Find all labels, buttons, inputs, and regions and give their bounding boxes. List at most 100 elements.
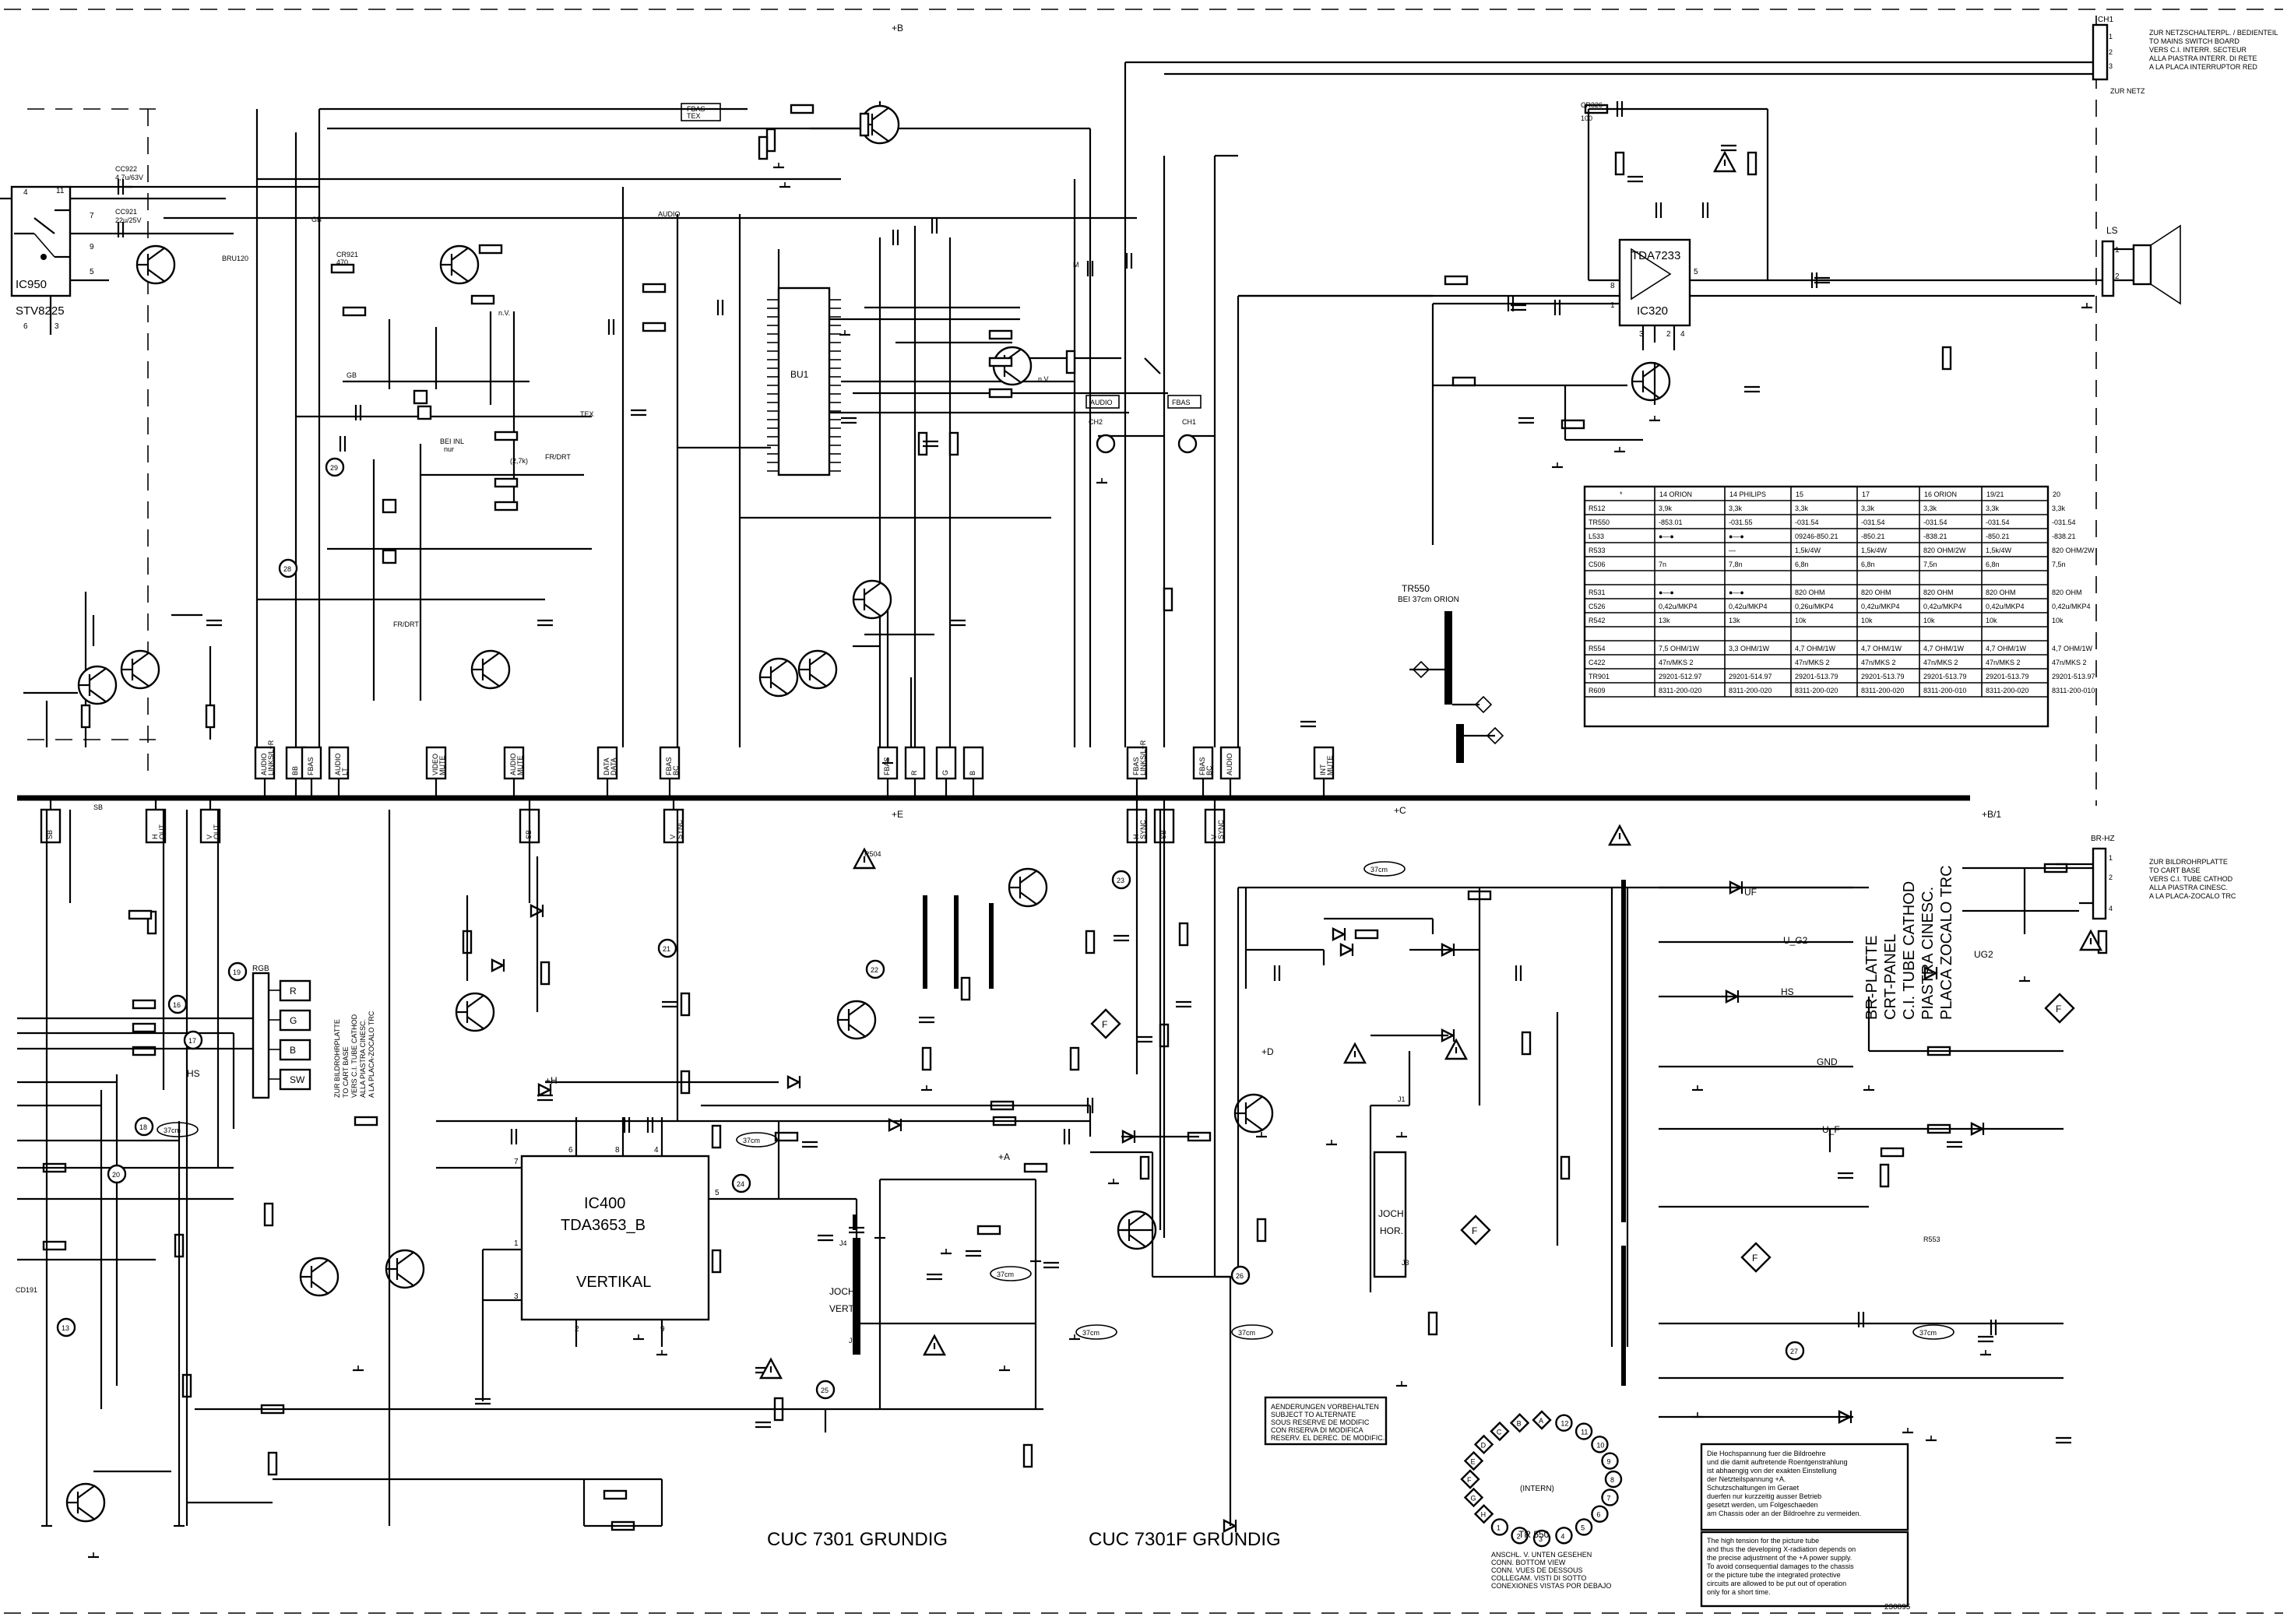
marker-circle: [657, 938, 677, 958]
lower-wiring: [17, 810, 2102, 1527]
bus-tag-label: MUTE: [438, 756, 446, 776]
ic400-func: VERTIKAL: [576, 1274, 651, 1291]
resistor: [1139, 1155, 1150, 1180]
br-hz-text: ALLA PIASTRA CINESC.: [2149, 884, 2228, 891]
ch1-top-ref: CH1: [2098, 16, 2113, 24]
table-ref: L533: [1589, 533, 1604, 540]
resistor: [917, 431, 928, 456]
transistor-emitter: [1004, 370, 1022, 384]
svg-text:2: 2: [1666, 330, 1671, 339]
svg-text:4: 4: [23, 188, 28, 197]
bus-tag-top-text: FBAS: [883, 757, 891, 775]
table-cell: 7,5n: [2052, 561, 2066, 568]
resistor: [680, 992, 691, 1017]
fbas-tex-tag: [681, 103, 721, 121]
bus-tag-label: LINKS/L+R: [1139, 740, 1147, 775]
table-ref: TR901: [1589, 673, 1610, 680]
hv-en-box: [1700, 1531, 1909, 1608]
table-cell: -838.21: [2052, 533, 2076, 540]
hv-en-line: the precise adjustment of the +A power s…: [1707, 1554, 1852, 1562]
table-header: *: [1620, 490, 1623, 498]
marker-24: 24: [737, 1180, 744, 1188]
pinout-pad: [1509, 1413, 1530, 1433]
svg-text:2: 2: [2115, 272, 2120, 281]
hv-de-line: duerfen nur kurzzeitig ausser Betrieb: [1707, 1492, 1821, 1500]
resistor: [711, 1249, 722, 1274]
svg-text:1: 1: [514, 1239, 519, 1248]
pinout-title: TR 550: [1518, 1529, 1550, 1540]
transistor-collector: [77, 1485, 96, 1499]
table-cell: 29201-513.97: [2052, 673, 2095, 680]
table-cell: 3,3k: [1795, 504, 1809, 512]
table-cell: 820 OHM: [1861, 589, 1891, 596]
crystal: [382, 549, 397, 564]
marker-circle: [107, 1164, 127, 1184]
table-header: 20: [2053, 490, 2060, 498]
tr550-note-text: BEI 37cm ORION: [1398, 596, 1459, 604]
svg-text:1: 1: [2115, 246, 2120, 255]
pinout-pad: [1532, 1529, 1551, 1548]
resistor: [1178, 922, 1189, 947]
misc-label: GB: [311, 216, 322, 223]
pinout-pad: [1575, 1422, 1593, 1440]
table-header: 16 ORION: [1924, 490, 1957, 498]
hv-de-line: Schutzschaltungen im Geraet: [1707, 1484, 1800, 1492]
marker-25: 25: [821, 1387, 829, 1394]
misc-label: J3: [1402, 1259, 1409, 1267]
bu1-block: BU1: [767, 286, 841, 476]
marker-circle: [1230, 1265, 1251, 1285]
table-header: 14 ORION: [1659, 490, 1692, 498]
size-mark-ellipse: [1912, 1324, 1955, 1340]
table-cell: 4,7 OHM/1W: [2052, 645, 2093, 652]
resistor: [603, 1489, 628, 1500]
bus-tag-top-text: FBAS: [307, 757, 315, 775]
resistor: [132, 999, 157, 1010]
misc-label: J5: [849, 1337, 857, 1345]
table-cell: 1,5k/4W: [1986, 547, 2012, 554]
resistor: [758, 135, 769, 160]
table-cell: 7,5 OHM/1W: [1659, 645, 1700, 652]
svg-text:1: 1: [2109, 854, 2113, 862]
table-cell: -853.01: [1659, 518, 1683, 526]
bus-tag-top: [1192, 746, 1214, 780]
bus-tag-label: FBAS: [665, 757, 673, 775]
bus-tag-bottom-text: SB: [46, 830, 54, 839]
ch1-top-text: VERS C.I. INTERR. SECTEUR: [2149, 46, 2247, 54]
table-cell: 3,3k: [1986, 504, 2000, 512]
misc-label: M: [1073, 261, 1079, 269]
table-cell: 47n/MKS 2: [1861, 659, 1896, 666]
crystal: [382, 498, 397, 514]
svg-text:3: 3: [55, 322, 59, 331]
resistor: [42, 1240, 67, 1251]
transistor-collector: [89, 667, 107, 681]
component-label: 22u/25V: [115, 216, 142, 224]
resistor: [267, 1451, 278, 1476]
transistor-emitter: [1128, 1234, 1147, 1248]
misc-label: n.V.: [1038, 375, 1050, 383]
net-label: +E: [892, 809, 903, 820]
bus-tag-label: AUDIO: [509, 753, 517, 775]
transistor-emitter: [848, 1024, 867, 1038]
hv-en-line: circuits are allowed to be put out of op…: [1707, 1580, 1846, 1587]
svg-text:9: 9: [90, 243, 94, 251]
resistor: [132, 1022, 157, 1033]
resistor: [642, 322, 667, 332]
table-ref: R609: [1589, 687, 1606, 694]
misc-label: (2,7k): [510, 457, 528, 465]
svg-text:2: 2: [2109, 874, 2113, 881]
transistor-emitter: [1642, 385, 1661, 399]
resistor: [765, 128, 776, 153]
component-label: 470: [336, 258, 348, 266]
bus-tag-label: FBAS: [307, 757, 315, 775]
table-cell: 10k: [1923, 617, 1935, 624]
table-cell: 7,5n: [1923, 561, 1937, 568]
resistor: [1941, 346, 1952, 371]
pinout-pin: 7: [1606, 1494, 1610, 1502]
table-cell: 8311-200-010: [2052, 687, 2095, 694]
